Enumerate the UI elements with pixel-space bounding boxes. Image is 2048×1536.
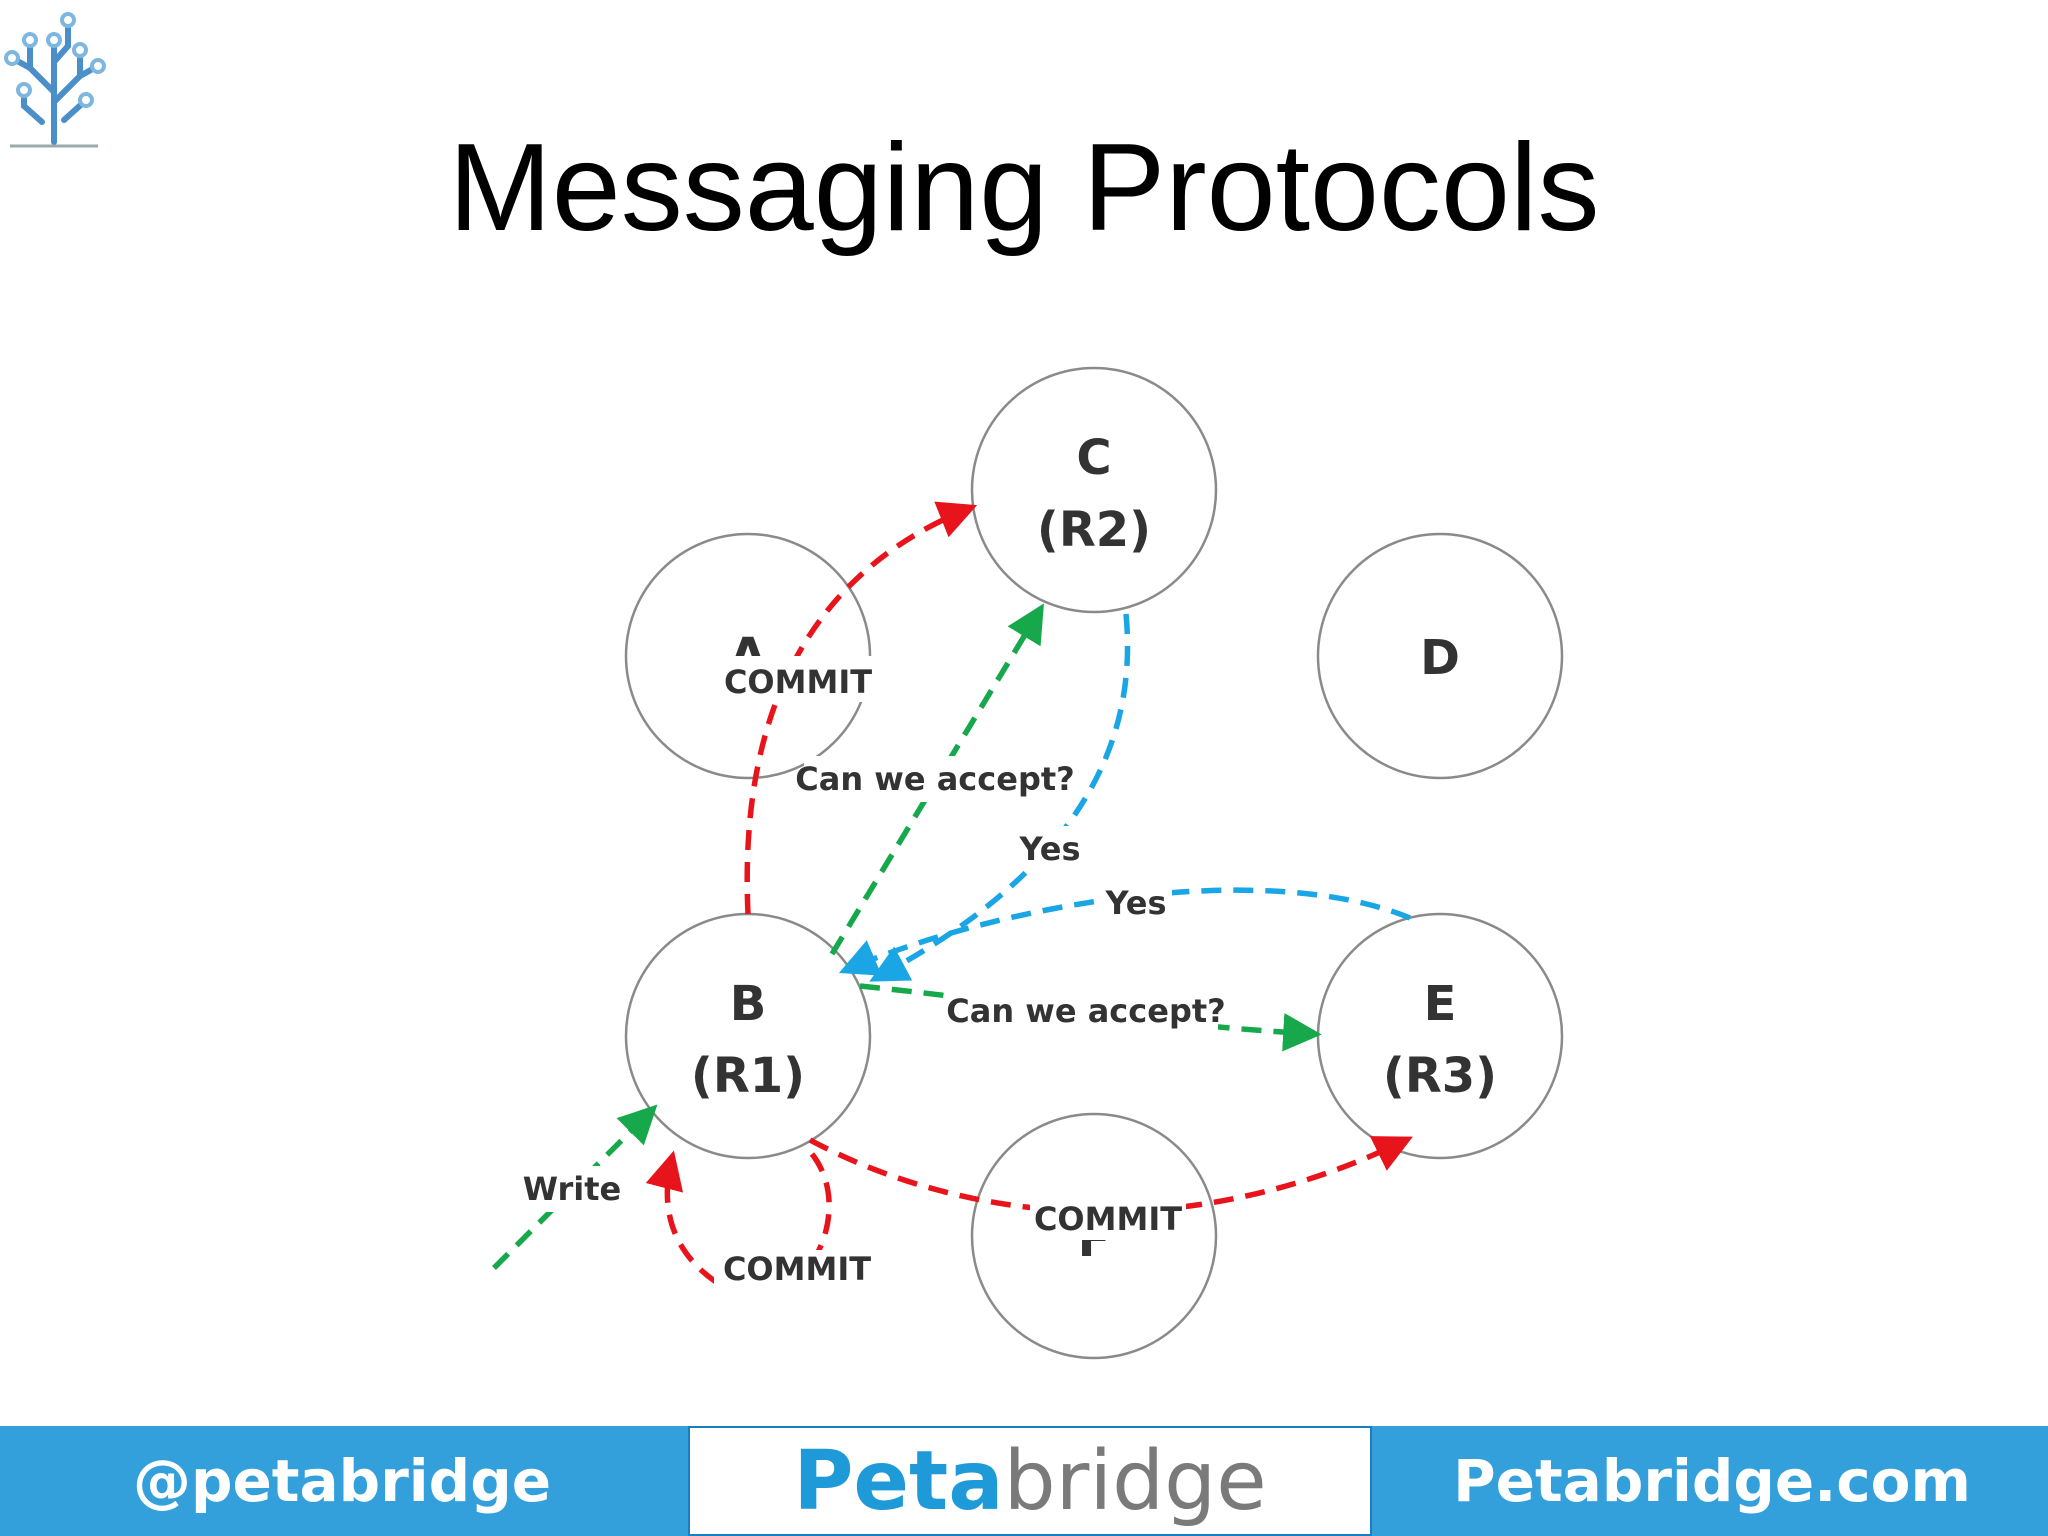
node-e: E (R3)	[1316, 912, 1564, 1160]
edge-commit-b-to-e	[808, 1136, 1413, 1215]
circuit-tree-logo-icon	[4, 12, 106, 148]
label-commit-e: COMMIT	[1034, 1200, 1182, 1238]
node-b-role: (R1)	[691, 1048, 805, 1104]
label-write: Write	[523, 1170, 621, 1208]
node-d: D	[1316, 532, 1564, 780]
label-commit-self: COMMIT	[723, 1250, 871, 1288]
label-yes-e: Yes	[1105, 884, 1167, 922]
label-ask-c: Can we accept?	[795, 760, 1074, 798]
footer-website: Petabridge.com	[1453, 1447, 1971, 1515]
node-c-name: C	[1076, 430, 1111, 486]
label-commit-c: COMMIT	[724, 663, 872, 701]
node-b-name: B	[730, 976, 767, 1032]
footer-twitter-handle: @petabridge	[132, 1447, 552, 1515]
node-b: B (R1)	[624, 912, 872, 1160]
brand-bridge: bridge	[1003, 1433, 1267, 1529]
edge-yes-e-to-b	[838, 887, 1412, 976]
node-e-role: (R3)	[1383, 1048, 1497, 1104]
node-d-name: D	[1420, 630, 1460, 686]
node-e-name: E	[1424, 976, 1457, 1032]
node-c: C (R2)	[970, 366, 1218, 614]
edge-yes-c-to-b	[869, 613, 1131, 982]
consensus-diagram: A C (R2) D B (R1) E (R3) F	[492, 366, 1564, 1360]
brand-peta: Peta	[793, 1433, 1004, 1529]
node-c-role: (R2)	[1037, 502, 1151, 558]
node-c-circle	[970, 366, 1218, 614]
slide-title: Messaging Protocols	[448, 119, 1600, 257]
edge-ask-b-to-e	[859, 983, 1322, 1052]
edge-commit-b-to-c	[744, 501, 978, 915]
node-d-circle	[1316, 532, 1564, 780]
node-e-circle	[1316, 912, 1564, 1160]
label-yes-c: Yes	[1019, 830, 1081, 868]
label-ask-e: Can we accept?	[946, 992, 1225, 1030]
